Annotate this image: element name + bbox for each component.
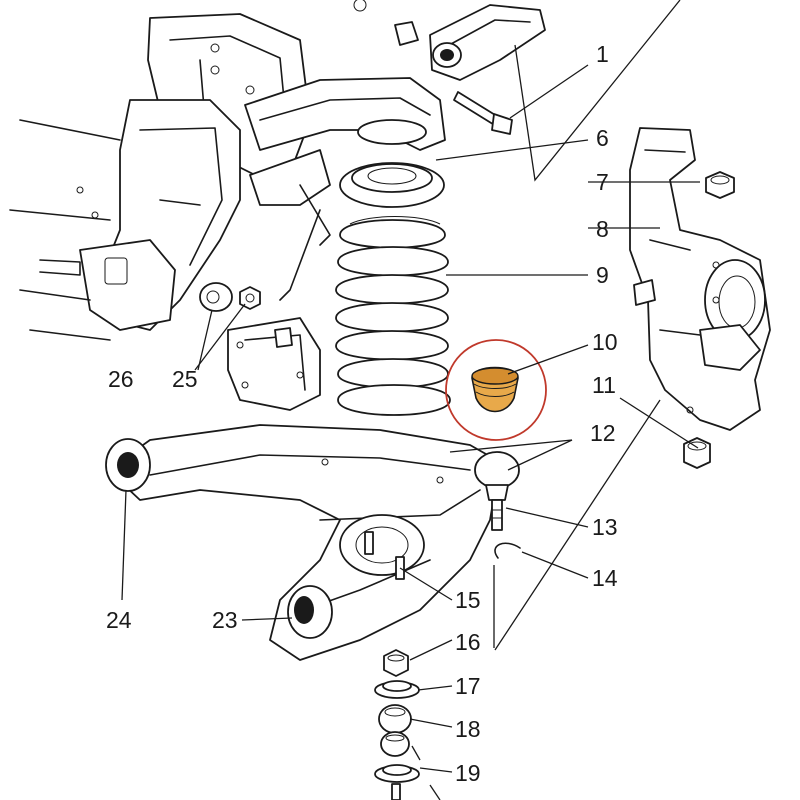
- bushing-part-19a: [380, 731, 410, 757]
- callout-11: 11: [592, 372, 616, 398]
- callout-25: 25: [172, 366, 198, 392]
- callout-24: 24: [106, 607, 132, 633]
- callout-9: 9: [596, 262, 609, 288]
- callout-14: 14: [592, 565, 618, 591]
- callout-8: 8: [596, 216, 609, 242]
- coil-spring-part-9: [335, 216, 451, 416]
- highlight-circle: [445, 339, 547, 441]
- nut-part-7: [705, 171, 735, 199]
- bushing-part-18: [378, 704, 412, 734]
- washer-part-19: [374, 764, 420, 783]
- callout-7: 7: [596, 169, 609, 195]
- callout-16: 16: [455, 629, 481, 655]
- upper-control-arm: [353, 0, 546, 81]
- callout-labels: 1 6 7 8 9 10 11 12 13 14 15 16 17 18 19 …: [106, 41, 618, 786]
- nut-part-16: [383, 649, 409, 677]
- bolt-bottom: [391, 783, 401, 800]
- bushing-part-24: [105, 438, 151, 492]
- jounce-bumper-part-10: [471, 366, 519, 413]
- callout-10: 10: [592, 329, 618, 355]
- callout-19: 19: [455, 760, 481, 786]
- callout-13: 13: [592, 514, 618, 540]
- callout-6: 6: [596, 125, 609, 151]
- shock-bracket: [227, 317, 321, 411]
- nut-part-25: [239, 286, 261, 310]
- leader-lines: [121, 64, 700, 800]
- callout-12: 12: [590, 420, 616, 446]
- callout-17: 17: [455, 673, 481, 699]
- callout-18: 18: [455, 716, 481, 742]
- steering-knuckle-part-8: [629, 127, 771, 431]
- bushing-part-23: [287, 585, 333, 639]
- bolt-part-1: [453, 91, 513, 135]
- callout-15: 15: [455, 587, 481, 613]
- ball-joint-part-13: [474, 451, 520, 531]
- callout-1: 1: [596, 41, 609, 67]
- washer-part-17: [374, 680, 420, 699]
- snap-ring-part-14: [494, 542, 521, 559]
- spring-isolator-part-6: [339, 119, 445, 208]
- bushing-part-26: [199, 282, 233, 312]
- nut-part-11: [683, 437, 711, 469]
- callout-26: 26: [108, 366, 134, 392]
- callout-23: 23: [212, 607, 238, 633]
